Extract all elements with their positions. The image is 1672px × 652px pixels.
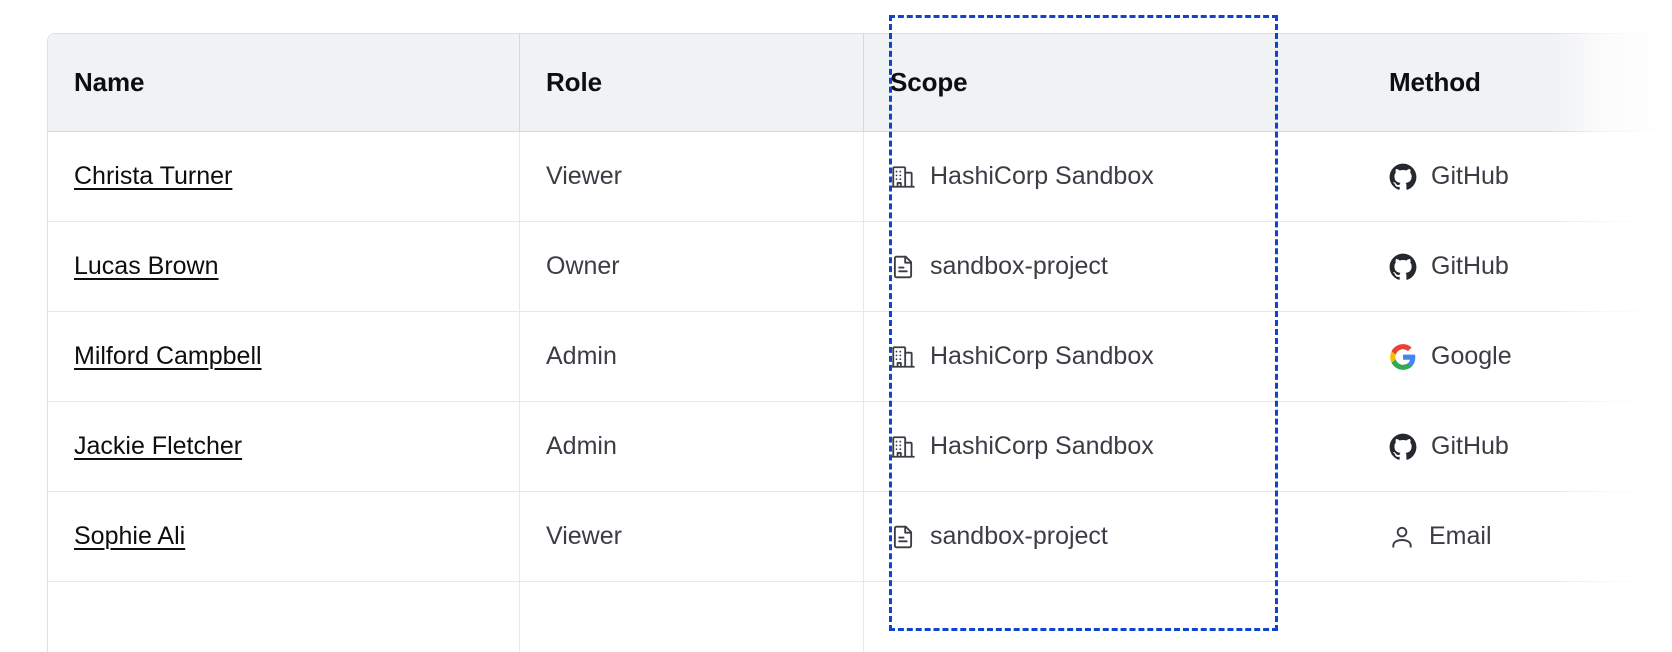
user-name-link[interactable]: Lucas Brown bbox=[74, 252, 219, 280]
cell-method: GitHub bbox=[1363, 132, 1672, 222]
cell-spacer bbox=[1336, 402, 1363, 492]
cell-role: Viewer bbox=[520, 492, 864, 582]
table-row[interactable]: Jackie Fletcher Admin HashiCorp Sandbox Git… bbox=[48, 402, 1672, 492]
org-building-icon bbox=[890, 164, 916, 190]
cell-method: Google bbox=[1363, 312, 1672, 402]
cell-role: Admin bbox=[520, 402, 864, 492]
cell-scope bbox=[864, 582, 1336, 652]
cell-role: Viewer bbox=[520, 132, 864, 222]
method-label: GitHub bbox=[1431, 432, 1509, 460]
table-row[interactable]: Sophie Ali Viewer sandbox-project Email bbox=[48, 492, 1672, 582]
project-document-icon bbox=[890, 524, 916, 550]
scope-label: sandbox-project bbox=[930, 522, 1108, 550]
cell-spacer bbox=[1336, 132, 1363, 222]
cell-role: Owner bbox=[520, 222, 864, 312]
column-header-spacer bbox=[1336, 34, 1363, 132]
cell-method: GitHub bbox=[1363, 402, 1672, 492]
scope-label: sandbox-project bbox=[930, 252, 1108, 280]
table-row[interactable]: Lucas Brown Owner sandbox-project GitHub bbox=[48, 222, 1672, 312]
scope-label: HashiCorp Sandbox bbox=[930, 432, 1154, 460]
cell-role: Admin bbox=[520, 312, 864, 402]
org-building-icon bbox=[890, 344, 916, 370]
cell-spacer bbox=[1336, 312, 1363, 402]
method-label: GitHub bbox=[1431, 162, 1509, 190]
cell-spacer bbox=[1336, 492, 1363, 582]
cell-name: Sophie Ali bbox=[48, 492, 520, 582]
method-label: Email bbox=[1429, 522, 1492, 550]
cell-method: GitHub bbox=[1363, 222, 1672, 312]
cell-name: Jackie Fletcher bbox=[48, 402, 520, 492]
scope-label: HashiCorp Sandbox bbox=[930, 162, 1154, 190]
cell-role bbox=[520, 582, 864, 652]
user-person-icon bbox=[1389, 524, 1415, 550]
method-label: Google bbox=[1431, 342, 1512, 370]
cell-scope: HashiCorp Sandbox bbox=[864, 132, 1336, 222]
github-icon bbox=[1389, 253, 1417, 281]
column-header-name[interactable]: Name bbox=[48, 34, 520, 132]
column-header-scope[interactable]: Scope bbox=[864, 34, 1336, 132]
table-header-row: Name Role Scope Method bbox=[48, 34, 1672, 132]
table-row[interactable]: Milford Campbell Admin HashiCorp Sandbox Go… bbox=[48, 312, 1672, 402]
table-row[interactable]: Christa Turner Viewer HashiCorp Sandbox Git… bbox=[48, 132, 1672, 222]
user-name-link[interactable]: Milford Campbell bbox=[74, 342, 262, 370]
table-row[interactable] bbox=[48, 582, 1672, 652]
column-header-role[interactable]: Role bbox=[520, 34, 864, 132]
column-header-method[interactable]: Method bbox=[1363, 34, 1672, 132]
cell-name: Milford Campbell bbox=[48, 312, 520, 402]
cell-name: Lucas Brown bbox=[48, 222, 520, 312]
github-icon bbox=[1389, 163, 1417, 191]
cell-name bbox=[48, 582, 520, 652]
cell-method bbox=[1363, 582, 1672, 652]
cell-method: Email bbox=[1363, 492, 1672, 582]
table-header: Name Role Scope Method bbox=[48, 34, 1672, 132]
user-name-link[interactable]: Christa Turner bbox=[74, 162, 233, 190]
cell-scope: sandbox-project bbox=[864, 492, 1336, 582]
cell-scope: HashiCorp Sandbox bbox=[864, 312, 1336, 402]
scope-label: HashiCorp Sandbox bbox=[930, 342, 1154, 370]
method-label: GitHub bbox=[1431, 252, 1509, 280]
user-name-link[interactable]: Sophie Ali bbox=[74, 522, 186, 550]
org-building-icon bbox=[890, 434, 916, 460]
cell-spacer bbox=[1336, 582, 1363, 652]
project-document-icon bbox=[890, 254, 916, 280]
cell-scope: sandbox-project bbox=[864, 222, 1336, 312]
cell-name: Christa Turner bbox=[48, 132, 520, 222]
user-name-link[interactable]: Jackie Fletcher bbox=[74, 432, 243, 460]
github-icon bbox=[1389, 433, 1417, 461]
google-icon bbox=[1389, 343, 1417, 371]
cell-spacer bbox=[1336, 222, 1363, 312]
cell-scope: HashiCorp Sandbox bbox=[864, 402, 1336, 492]
